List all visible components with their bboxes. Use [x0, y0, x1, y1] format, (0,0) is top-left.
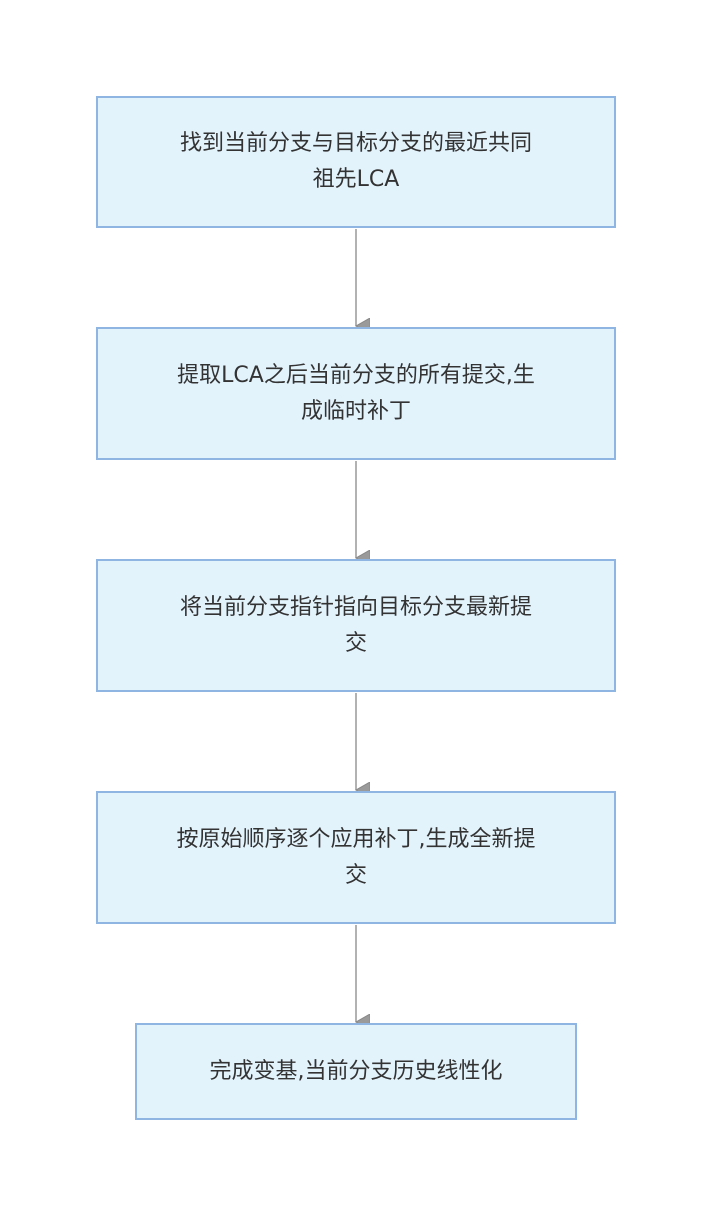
flow-node-label: 将当前分支指针指向目标分支最新提 交 — [179, 594, 532, 656]
flow-node-extract-commits: 提取LCA之后当前分支的所有提交,生 成临时补丁 — [96, 327, 616, 460]
flow-node-label: 找到当前分支与目标分支的最近共同 祖先LCA — [179, 131, 532, 192]
flow-node-label: 按原始顺序逐个应用补丁,生成全新提 交 — [176, 826, 536, 888]
flow-node-label: 提取LCA之后当前分支的所有提交,生 成临时补丁 — [177, 362, 535, 424]
flow-node-rebase-complete: 完成变基,当前分支历史线性化 — [135, 1023, 577, 1120]
flow-node-move-pointer: 将当前分支指针指向目标分支最新提 交 — [96, 559, 616, 692]
flow-node-find-lca: 找到当前分支与目标分支的最近共同 祖先LCA — [96, 96, 616, 228]
flow-node-apply-patches: 按原始顺序逐个应用补丁,生成全新提 交 — [96, 791, 616, 924]
flow-node-label: 完成变基,当前分支历史线性化 — [209, 1058, 503, 1084]
